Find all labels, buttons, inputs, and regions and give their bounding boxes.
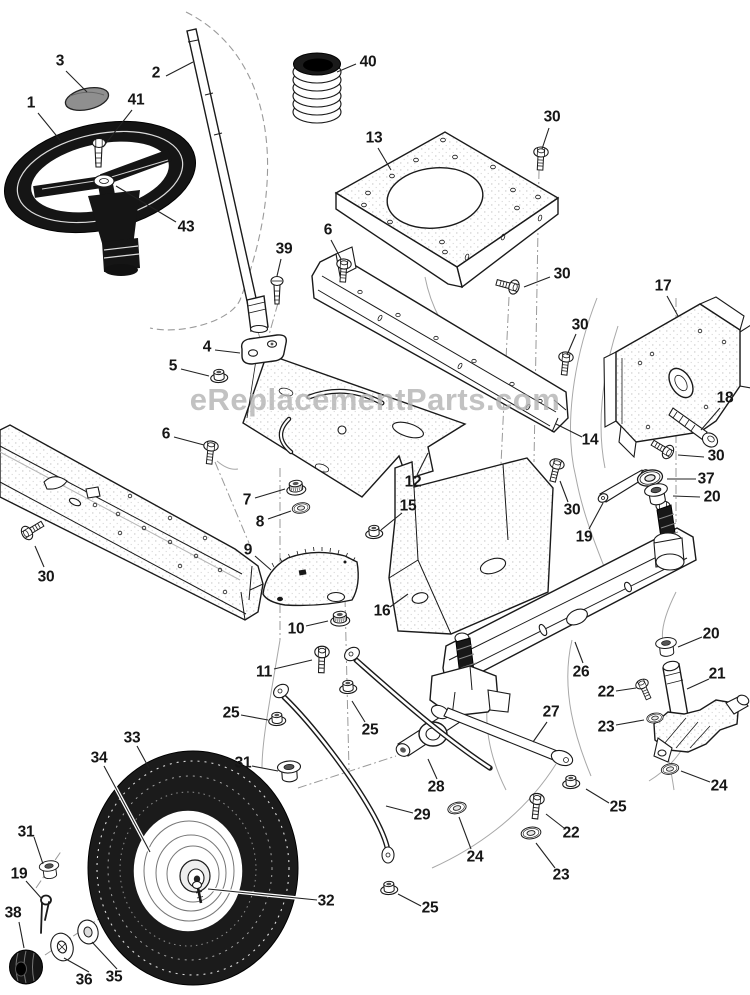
part-callout-9: 9 [243, 541, 253, 559]
part-callout-17: 17 [654, 277, 672, 295]
part-callout-41: 41 [127, 91, 145, 109]
tie-rod [430, 704, 574, 767]
part-callout-12: 12 [404, 473, 422, 491]
frame-rail-left [0, 424, 264, 621]
part-callout-32: 32 [317, 892, 335, 910]
part-callout-43: 43 [177, 218, 195, 236]
part-callout-6: 6 [323, 221, 333, 239]
axle-support-bracket [388, 457, 554, 635]
part-callout-22: 22 [562, 824, 580, 842]
part-callout-30: 30 [553, 265, 571, 283]
support-bracket [603, 296, 750, 459]
part-callout-11: 11 [256, 663, 272, 681]
part-callout-19: 19 [10, 865, 28, 883]
steering-shaft [186, 28, 269, 334]
part-callout-10: 10 [287, 620, 305, 638]
part-callout-13: 13 [365, 129, 383, 147]
part-callout-23: 23 [552, 866, 570, 884]
part-callout-14: 14 [581, 431, 599, 449]
part-callout-38: 38 [4, 904, 22, 922]
part-callout-4: 4 [202, 338, 212, 356]
part-callout-35: 35 [105, 968, 123, 986]
part-callout-25: 25 [222, 704, 240, 722]
part-callout-30: 30 [543, 108, 561, 126]
part-callout-24: 24 [710, 777, 728, 795]
part-callout-20: 20 [703, 488, 721, 506]
part-callout-22: 22 [597, 683, 615, 701]
part-callout-39: 39 [275, 240, 293, 258]
part-callout-28: 28 [427, 778, 445, 796]
part-callout-18: 18 [716, 389, 734, 407]
spindle-left [395, 665, 511, 757]
part-callout-5: 5 [168, 357, 178, 375]
part-callout-30: 30 [37, 568, 55, 586]
part-callout-8: 8 [255, 513, 265, 531]
part-callout-30: 30 [707, 447, 725, 465]
part-callout-30: 30 [563, 501, 581, 519]
part-callout-33: 33 [123, 729, 141, 747]
part-callout-1: 1 [26, 94, 36, 112]
axle-cap [9, 949, 43, 985]
hub-washer-35 [77, 919, 99, 945]
part-callout-31: 31 [234, 754, 252, 772]
coil-bushing-40 [292, 52, 342, 124]
part-callout-34: 34 [90, 749, 108, 767]
valve-stem [191, 880, 204, 904]
shaft-bracket-4 [240, 334, 287, 365]
part-callout-20: 20 [702, 625, 720, 643]
site-watermark: eReplacementParts.com [189, 382, 561, 417]
part-callout-40: 40 [359, 53, 377, 71]
seat-plate [334, 131, 560, 289]
cotter-pin [40, 894, 52, 934]
part-callout-30: 30 [571, 316, 589, 334]
part-callout-25: 25 [361, 721, 379, 739]
hub-washer-36 [50, 932, 74, 962]
part-callout-19: 19 [575, 528, 593, 546]
part-callout-25: 25 [421, 899, 439, 917]
part-callout-37: 37 [697, 470, 715, 488]
drag-link [273, 683, 395, 864]
part-callout-31: 31 [17, 823, 35, 841]
steering-sector-plate [262, 546, 359, 607]
screw-39 [270, 275, 284, 305]
part-callout-25: 25 [609, 798, 627, 816]
part-callout-24: 24 [466, 848, 484, 866]
part-callout-16: 16 [373, 602, 391, 620]
part-callout-36: 36 [75, 971, 93, 989]
part-callout-23: 23 [597, 718, 615, 736]
part-callout-27: 27 [542, 703, 560, 721]
part-callout-29: 29 [413, 806, 431, 824]
part-callout-3: 3 [55, 52, 65, 70]
part-callout-26: 26 [572, 663, 590, 681]
bolt-18 [668, 407, 719, 448]
part-callout-2: 2 [151, 64, 161, 82]
steering-link [344, 646, 493, 771]
part-callout-21: 21 [708, 665, 726, 683]
part-callout-7: 7 [242, 491, 252, 509]
part-callout-6: 6 [161, 425, 171, 443]
front-axle [442, 500, 697, 702]
spindle-right [653, 660, 750, 763]
part-callout-15: 15 [399, 497, 417, 515]
